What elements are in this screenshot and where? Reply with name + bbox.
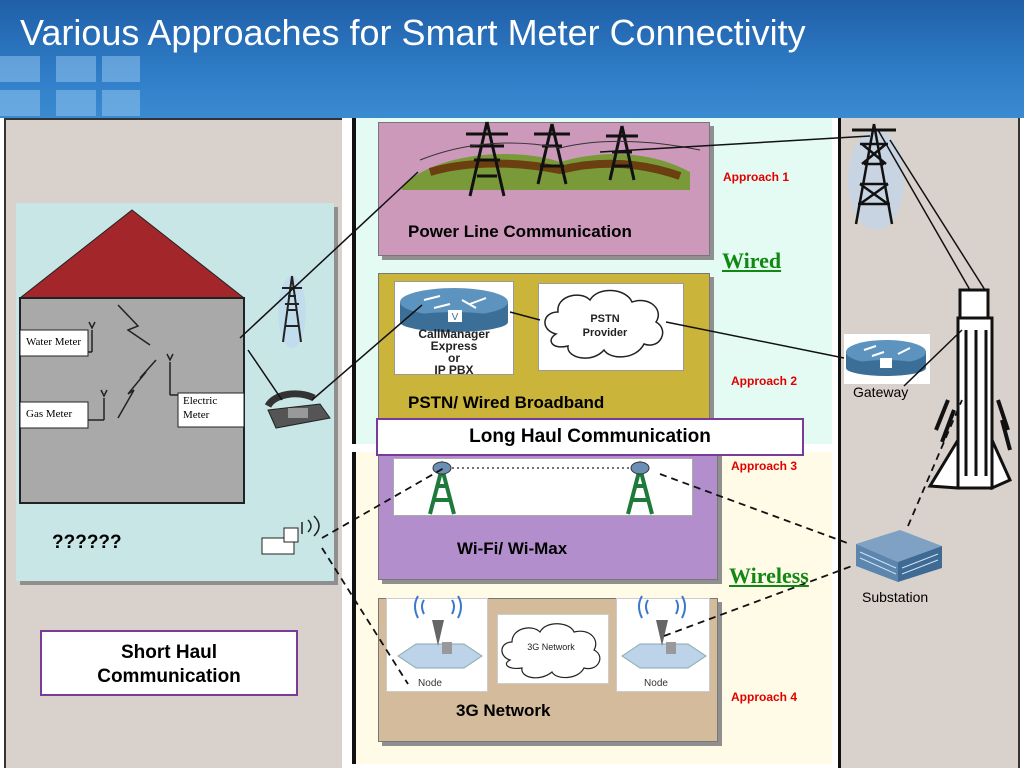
water-meter-label: Water Meter (26, 336, 81, 348)
long-haul-callout: Long Haul Communication (376, 418, 804, 456)
plc-label: Power Line Communication (408, 222, 632, 241)
node-left-label: Node (418, 678, 442, 689)
house-roof (18, 209, 246, 299)
svg-text:V: V (452, 312, 459, 323)
wireless-signal-icon-2 (117, 359, 157, 419)
short-haul-line2: Communication (97, 666, 241, 687)
cloud-3g-label: 3G Network (527, 642, 575, 652)
long-haul-label: Long Haul Communication (469, 426, 711, 447)
transmission-tower-large-icon (848, 123, 904, 230)
wifi-label: Wi-Fi/ Wi-Max (457, 539, 568, 558)
wireless-links (321, 399, 963, 685)
title-banner (0, 0, 1024, 118)
node-right-label: Node (644, 678, 668, 689)
gateway-router-icon (844, 334, 930, 384)
power-line-towers-icon (402, 121, 701, 197)
electric-meter-label-2: Meter (183, 409, 210, 421)
office-building-icon (856, 530, 942, 582)
electric-meter-box (177, 392, 245, 428)
pstn-provider-line2: Provider (583, 327, 628, 339)
pstn-label: PSTN/ Wired Broadband (408, 393, 605, 412)
cloud-3g-icon (501, 623, 601, 679)
gateway-label: Gateway (853, 384, 909, 400)
approach-3-label: Approach 3 (731, 459, 798, 473)
approach-1-label: Approach 1 (723, 170, 790, 184)
callmanager-line2: Express (431, 339, 478, 353)
pstn-provider-line1: PSTN (590, 313, 619, 325)
unknown-label: ?????? (52, 532, 122, 553)
wifi-tower-right-icon (626, 460, 654, 515)
cell-node-left-icon (397, 595, 483, 669)
wireless-label: Wireless (729, 563, 809, 588)
slide-title: Various Approaches for Smart Meter Conne… (20, 12, 806, 53)
wireless-signal-icon (117, 304, 151, 346)
wired-label: Wired (722, 248, 782, 273)
wired-links (239, 129, 986, 401)
callmanager-line3: or (448, 351, 460, 365)
approach-4-label: Approach 4 (731, 690, 798, 704)
gas-meter-label: Gas Meter (26, 408, 73, 420)
electric-meter-label-1: Electric (183, 395, 218, 407)
short-haul-line1: Short Haul (120, 642, 218, 663)
callmanager-line4: IP PBX (434, 363, 473, 377)
callmanager-line1: CallManager (418, 327, 490, 341)
router-icon: V (400, 288, 508, 332)
telephone-icon (264, 390, 331, 429)
skyscraper-icon (927, 288, 1012, 491)
transmission-tower-icon (278, 275, 306, 348)
cloud-icon (544, 289, 664, 359)
approach-2-label: Approach 2 (731, 374, 798, 388)
substation-label: Substation (862, 589, 929, 605)
gas-meter-box (19, 401, 89, 429)
cell-node-right-icon (621, 595, 707, 669)
network-3g-label: 3G Network (456, 701, 551, 720)
wireless-meter-icon (256, 515, 334, 562)
water-meter-box (19, 329, 89, 357)
short-haul-callout: Short Haul Communication (40, 630, 298, 696)
